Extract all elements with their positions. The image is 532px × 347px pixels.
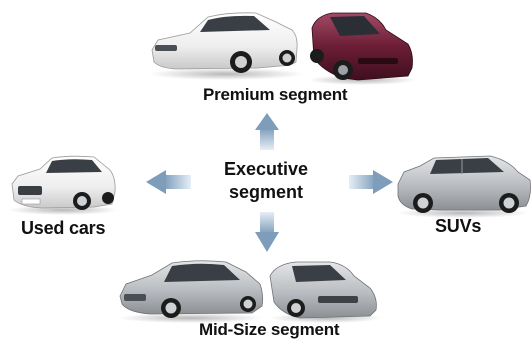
audi-white-icon (8, 155, 118, 215)
label-used-cars: Used cars (21, 218, 106, 238)
center-label-line2: segment (228, 182, 304, 202)
arrow-up (255, 113, 279, 150)
arrow-left (146, 170, 191, 194)
center-label-line1: Executive (223, 159, 309, 179)
label-suvs: SUVs (435, 216, 482, 236)
label-mid-size-segment: Mid-Size segment (199, 320, 340, 339)
hatchback-silver-icon (118, 260, 264, 323)
arrow-right (349, 170, 393, 194)
sedan-maroon-icon (308, 12, 416, 85)
center-node: Executive segment (212, 158, 320, 204)
label-premium-segment: Premium segment (203, 85, 348, 104)
suv-silver-icon (397, 155, 531, 218)
sedan-silver-icon (269, 261, 382, 323)
sedan-white-icon (148, 12, 304, 80)
arrow-down (255, 212, 279, 252)
